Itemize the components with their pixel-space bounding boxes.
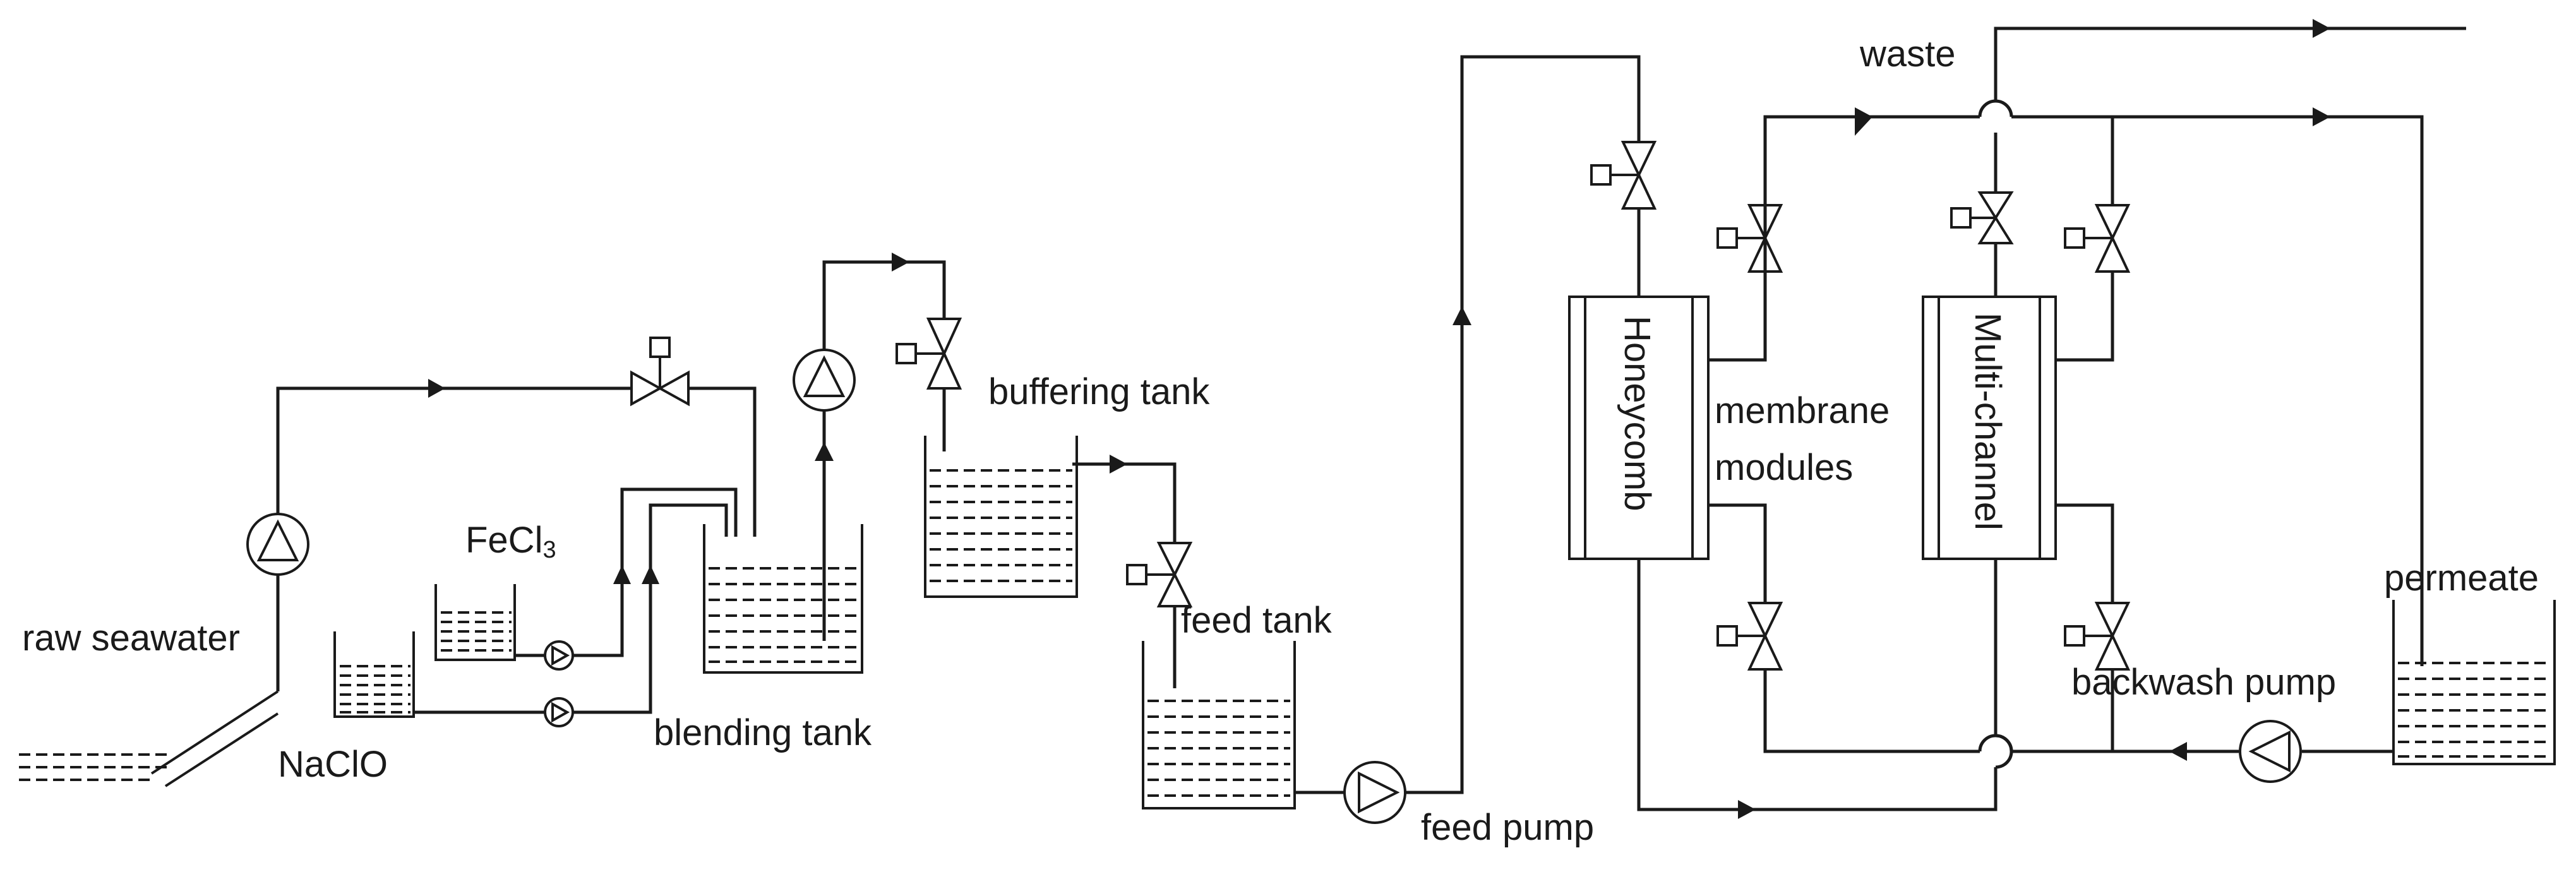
- modules-label: modules: [1715, 447, 1853, 488]
- buffering-to-feed-line: [1072, 455, 1177, 688]
- honeycomb-upper-outlet-valve-icon: [1716, 204, 1783, 273]
- feed-pump-icon: [1343, 761, 1406, 824]
- multichannel-upper-outlet-valve-icon: [2064, 204, 2131, 273]
- multichannel-label: Multi-channel: [1967, 313, 2008, 530]
- feed-line: [1295, 55, 1641, 794]
- honeycomb-lower-valve-icon: [1716, 602, 1783, 671]
- buffering-tank: [924, 436, 1078, 598]
- waste-valve-icon: [1950, 191, 2014, 244]
- naclo-dosing-pump-icon: [544, 697, 574, 727]
- feed-tank-inlet-valve-icon: [1126, 542, 1193, 607]
- permeate-tank: [2392, 600, 2556, 765]
- fecl3-dosing-line: [515, 487, 738, 657]
- permeate-collection-line: [1708, 99, 2424, 666]
- raw-seawater-source: [19, 690, 279, 787]
- raw-seawater-label: raw seawater: [22, 618, 240, 659]
- control-valve-icon: [630, 337, 690, 407]
- membrane-label: membrane: [1715, 390, 1890, 431]
- fecl3-label-subscript: 3: [542, 537, 556, 563]
- feed-valve-icon: [1590, 141, 1657, 210]
- feed-pump-label: feed pump: [1421, 807, 1594, 848]
- flow-arrow: [2313, 107, 2330, 126]
- honeycomb-label: Honeycomb: [1617, 316, 1658, 511]
- multichannel-lower-valve-icon: [2064, 602, 2131, 671]
- naclo-tank: [333, 631, 415, 718]
- naclo-dosing-line: [414, 503, 728, 714]
- fecl3-dosing-pump-icon: [544, 640, 574, 671]
- buffering-inlet-valve-icon: [896, 318, 962, 390]
- transfer-line: [815, 253, 946, 641]
- module-series-line: [1637, 559, 2013, 819]
- flow-arrow: [2313, 19, 2330, 38]
- flow-arrow: [1110, 455, 1127, 474]
- fecl3-label-base: FeCl: [465, 520, 542, 561]
- flow-arrow: [428, 379, 445, 398]
- flow-arrow: [613, 565, 631, 584]
- flow-arrow: [892, 253, 909, 272]
- multichannel-membrane-module: [1922, 296, 2057, 560]
- feed-tank: [1142, 641, 1296, 809]
- naclo-label: NaClO: [278, 744, 388, 785]
- raw-seawater-line: [276, 379, 757, 691]
- waste-line: [1994, 19, 2466, 297]
- backwash-pump-icon: [2239, 720, 2302, 783]
- fecl3-tank: [434, 584, 516, 661]
- flow-arrow: [815, 442, 834, 461]
- flow-arrow: [1453, 306, 1471, 325]
- backwash-line: [1708, 503, 2393, 761]
- feed-tank-label: feed tank: [1181, 600, 1333, 641]
- flow-arrow: [1855, 107, 1872, 136]
- blending-tank-label: blending tank: [654, 712, 872, 753]
- raw-seawater-pump-icon: [246, 513, 309, 576]
- flow-arrow: [642, 565, 659, 584]
- transfer-pump-icon: [793, 349, 856, 412]
- backwash-pump-label: backwash pump: [2071, 662, 2336, 703]
- permeate-label: permeate: [2384, 558, 2539, 599]
- fecl3-label: FeCl3: [465, 520, 556, 563]
- flow-arrow: [1738, 800, 1756, 819]
- flow-arrow: [2169, 742, 2187, 761]
- blending-tank: [703, 524, 863, 674]
- waste-label: waste: [1859, 33, 1956, 75]
- buffering-tank-label: buffering tank: [988, 371, 1210, 412]
